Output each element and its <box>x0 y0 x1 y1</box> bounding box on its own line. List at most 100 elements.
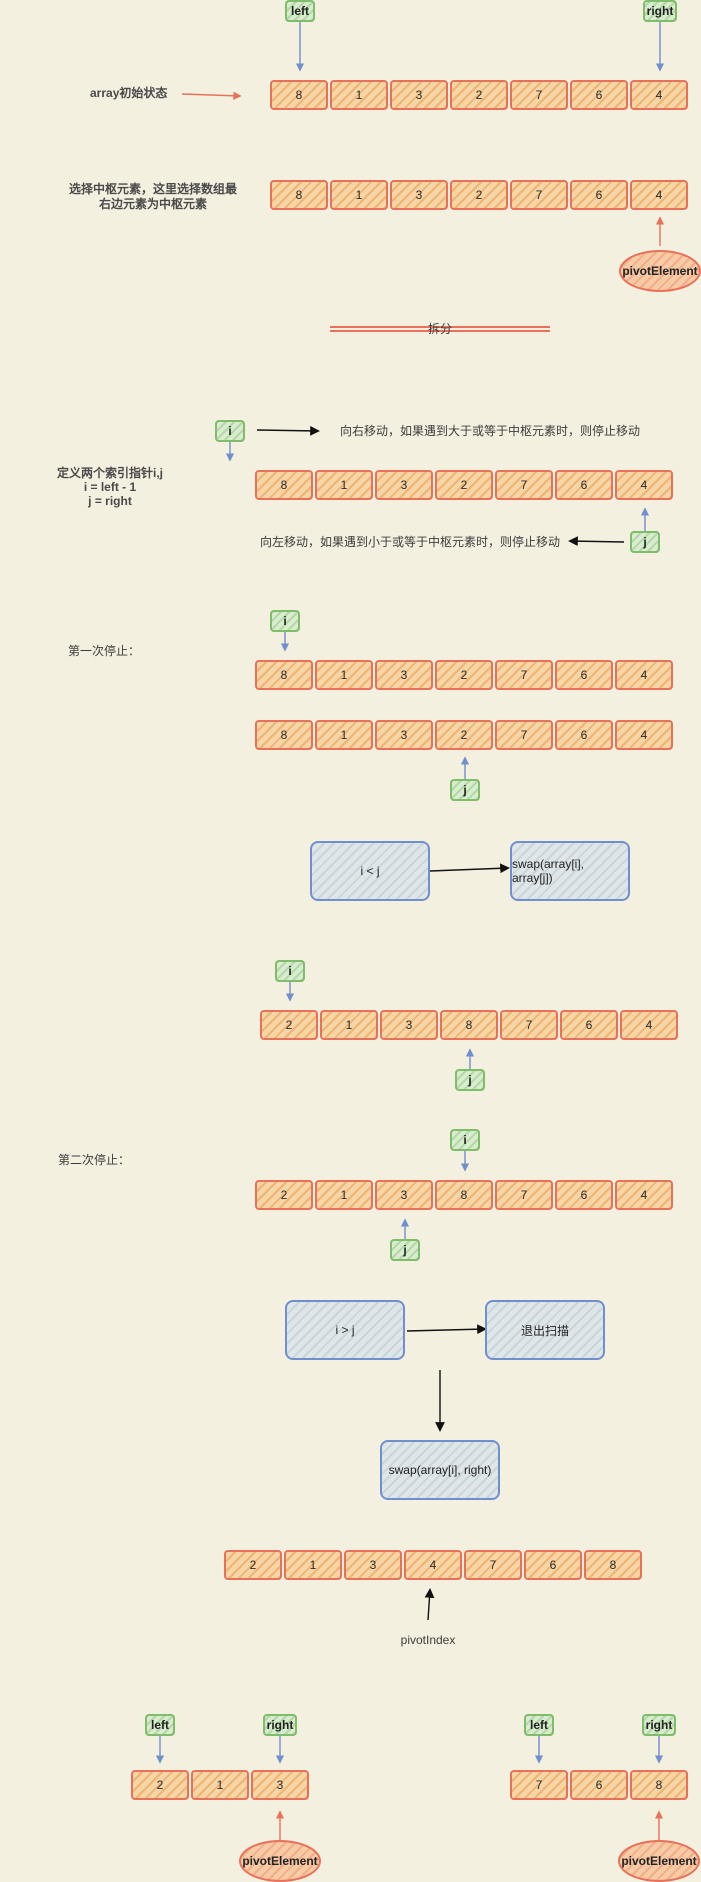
array-cell: 6 <box>555 720 613 750</box>
condition-i-greater-j: i > j <box>285 1300 405 1360</box>
i-first-stop-tag: i <box>270 610 300 632</box>
swap-i-right-box: swap(array[i], right) <box>380 1440 500 1500</box>
array-cell: 3 <box>380 1010 438 1040</box>
array-cell: 6 <box>570 180 628 210</box>
array-cell: 4 <box>404 1550 462 1580</box>
choose-pivot-label-line2: 右边元素为中枢元素 <box>98 197 207 211</box>
array-cell: 6 <box>555 470 613 500</box>
move-right-label: 向右移动，如果遇到大于或等于中枢元素时，则停止移动 <box>340 424 641 438</box>
first-stop-label: 第一次停止： <box>68 644 141 658</box>
j-first-stop-tag: j <box>450 779 480 801</box>
arrow-initial-state <box>181 91 242 100</box>
pivot-element-ellipse: pivotElement <box>619 250 701 292</box>
array-cell: 2 <box>435 720 493 750</box>
array-cell: 3 <box>344 1550 402 1580</box>
define-pointers-label-line2: i = left - 1 <box>83 480 137 494</box>
move-left-label: 向左移动，如果遇到小于或等于中枢元素时，则停止移动 <box>260 535 561 549</box>
array-cell: 2 <box>435 470 493 500</box>
split-divider <box>330 326 550 332</box>
swap-i-j-box: swap(array[i], array[j]) <box>510 841 630 901</box>
define-pointers-label-line1: 定义两个索引指针i,j <box>56 466 163 480</box>
array-cell: 6 <box>570 80 628 110</box>
array-cell: 1 <box>320 1010 378 1040</box>
array-cell: 2 <box>450 80 508 110</box>
array-cell: 8 <box>440 1010 498 1040</box>
array-cell: 3 <box>375 720 433 750</box>
array-cell: 1 <box>315 1180 373 1210</box>
array-cell: 2 <box>450 180 508 210</box>
left-part-left-tag: left <box>145 1714 175 1736</box>
array-cell: 7 <box>510 80 568 110</box>
array-cell: 8 <box>435 1180 493 1210</box>
j-after-swap-tag: j <box>455 1069 485 1091</box>
choose-pivot-label-line1: 选择中枢元素，这里选择数组最 <box>68 182 237 196</box>
left-part-right-tag: right <box>263 1714 297 1736</box>
array-cell: 1 <box>284 1550 342 1580</box>
arrow-move-right <box>256 425 320 436</box>
array-cell: 6 <box>524 1550 582 1580</box>
right-pointer-tag: right <box>643 0 677 22</box>
pivot-index-label: pivotIndex <box>400 1633 456 1647</box>
array-cell: 7 <box>495 720 553 750</box>
array-cell: 2 <box>131 1770 189 1800</box>
second-stop-label: 第二次停止： <box>58 1153 131 1167</box>
array-cell: 4 <box>630 80 688 110</box>
array-cell: 8 <box>255 470 313 500</box>
condition-i-less-j: i < j <box>310 841 430 901</box>
exit-scan-box: 退出扫描 <box>485 1300 605 1360</box>
right-part-left-tag: left <box>524 1714 554 1736</box>
array-cell: 7 <box>510 180 568 210</box>
j-pointer-tag: j <box>630 531 660 553</box>
array-cell: 6 <box>555 1180 613 1210</box>
array-cell: 4 <box>630 180 688 210</box>
array-cell: 7 <box>495 660 553 690</box>
array-cell: 2 <box>224 1550 282 1580</box>
array-cell: 4 <box>615 660 673 690</box>
array-cell: 1 <box>315 720 373 750</box>
right-part-pivot-ellipse: pivotElement <box>618 1840 700 1882</box>
arrow-pivot-index <box>424 1588 435 1621</box>
arrow-to-exit-scan <box>406 1324 487 1335</box>
array-cell: 2 <box>255 1180 313 1210</box>
array-cell: 7 <box>495 1180 553 1210</box>
array-cell: 2 <box>260 1010 318 1040</box>
array-cell: 6 <box>570 1770 628 1800</box>
array-cell: 8 <box>584 1550 642 1580</box>
array-cell: 8 <box>270 80 328 110</box>
array-cell: 1 <box>315 660 373 690</box>
array-cell: 7 <box>510 1770 568 1800</box>
array-cell: 3 <box>251 1770 309 1800</box>
array-cell: 6 <box>560 1010 618 1040</box>
array-cell: 4 <box>615 720 673 750</box>
array-cell: 3 <box>375 470 433 500</box>
right-part-right-tag: right <box>642 1714 676 1736</box>
initial-state-label: array初始状态 <box>90 86 168 100</box>
j-second-stop-tag: j <box>390 1239 420 1261</box>
arrow-move-left <box>568 536 625 547</box>
split-label: 拆分 <box>427 322 452 336</box>
array-cell: 8 <box>630 1770 688 1800</box>
array-cell: 4 <box>620 1010 678 1040</box>
array-cell: 7 <box>500 1010 558 1040</box>
left-part-pivot-ellipse: pivotElement <box>239 1840 321 1882</box>
left-pointer-tag: left <box>285 0 315 22</box>
array-cell: 8 <box>255 720 313 750</box>
array-cell: 8 <box>270 180 328 210</box>
array-cell: 6 <box>555 660 613 690</box>
i-after-swap-tag: i <box>275 960 305 982</box>
array-cell: 1 <box>191 1770 249 1800</box>
i-second-stop-tag: i <box>450 1129 480 1151</box>
array-cell: 8 <box>255 660 313 690</box>
array-cell: 4 <box>615 1180 673 1210</box>
array-cell: 7 <box>495 470 553 500</box>
array-cell: 3 <box>390 80 448 110</box>
array-cell: 3 <box>375 1180 433 1210</box>
array-cell: 3 <box>390 180 448 210</box>
array-cell: 1 <box>315 470 373 500</box>
arrow-to-swap-ij <box>429 863 510 874</box>
array-cell: 1 <box>330 180 388 210</box>
i-pointer-tag: i <box>215 420 245 442</box>
array-cell: 4 <box>615 470 673 500</box>
array-cell: 2 <box>435 660 493 690</box>
